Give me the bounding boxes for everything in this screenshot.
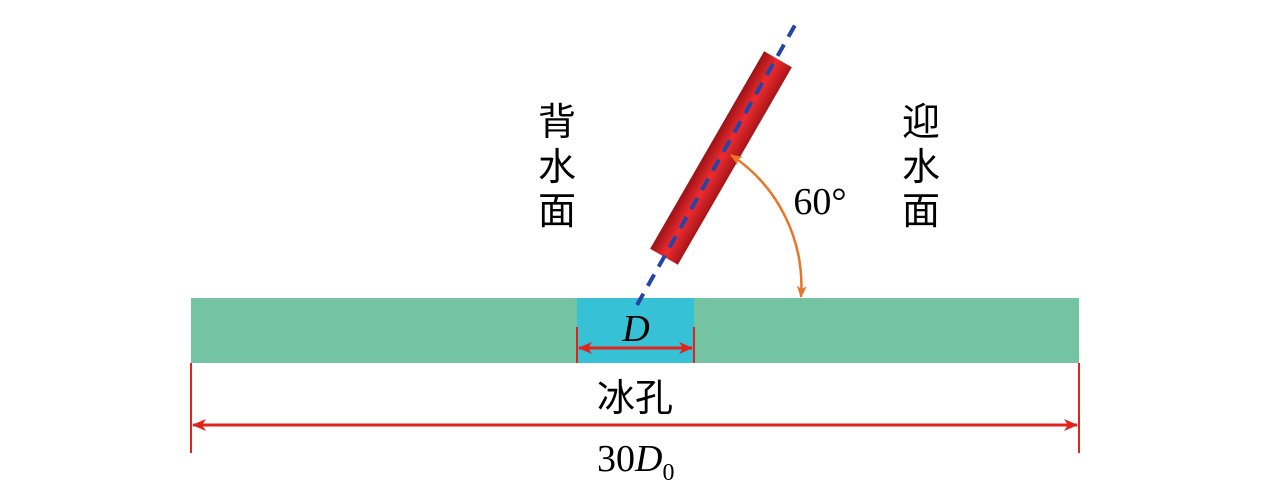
facing-water-face-char-2: 水 (902, 145, 940, 189)
ice-slab-right (694, 298, 1079, 363)
angle-arc (730, 153, 807, 298)
ice-hole-label: 冰孔 (597, 376, 673, 420)
hole-width-label: D (621, 308, 649, 350)
total-width-number: 30 (597, 438, 635, 480)
back-water-face-char-3: 面 (538, 189, 576, 233)
facing-water-face-char-1: 迎 (902, 100, 940, 144)
total-width-subscript: 0 (662, 460, 674, 486)
ice-slab-left (191, 298, 577, 363)
cylinder-axis-line (635, 17, 801, 306)
back-water-face-char-1: 背 (538, 100, 576, 144)
facing-water-face-char-3: 面 (902, 189, 940, 233)
back-water-face-char-2: 水 (538, 145, 576, 189)
total-width-label: 30D0 (597, 438, 674, 486)
cylinder (650, 51, 792, 265)
total-width-symbol: D (634, 438, 662, 480)
angle-label: 60° (793, 181, 846, 223)
